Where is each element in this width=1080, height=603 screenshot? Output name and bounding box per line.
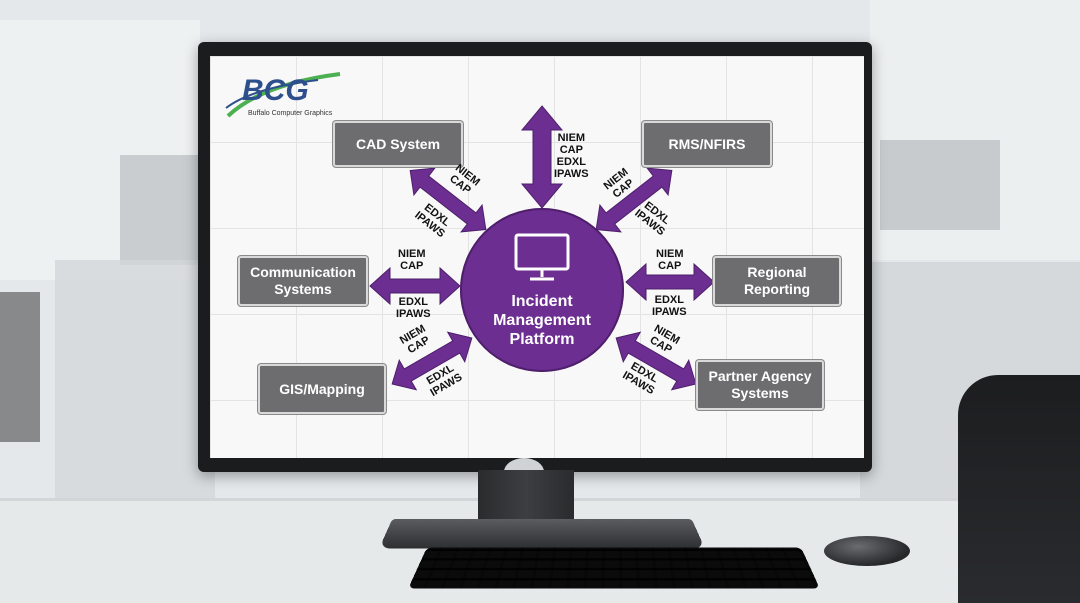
arrow-partner	[615, 331, 697, 391]
protocol-right-niem: NIEM CAP	[656, 248, 684, 272]
protocol-top: NIEM CAP EDXL IPAWS	[554, 132, 589, 180]
connection-arrows	[369, 105, 715, 391]
box-gis-mapping: GIS/Mapping	[258, 364, 386, 414]
arrow-cad	[409, 167, 487, 233]
box-partner-agency-systems: Partner Agency Systems	[696, 360, 824, 410]
bcg-logo: BCG Buffalo Computer Graphics	[222, 64, 342, 126]
box-cad-system: CAD System	[333, 121, 463, 167]
incident-management-hub: Incident Management Platform	[460, 208, 624, 372]
monitor-icon	[514, 233, 570, 281]
keyboard	[408, 547, 820, 589]
hub-title: Incident Management Platform	[493, 293, 591, 348]
mouse	[824, 536, 910, 566]
office-chair	[958, 375, 1080, 603]
protocol-left-niem: NIEM CAP	[398, 248, 426, 272]
arrow-rms	[595, 167, 673, 233]
box-rms-nfirs: RMS/NFIRS	[642, 121, 772, 167]
monitor-screen: BCG Buffalo Computer Graphics CAD System…	[210, 56, 864, 458]
box-communication-systems: Communication Systems	[238, 256, 368, 306]
arrow-gis	[391, 331, 473, 391]
box-regional-reporting: Regional Reporting	[713, 256, 841, 306]
logo-swoosh-icon	[225, 72, 341, 118]
protocol-right-edxl: EDXL IPAWS	[652, 294, 687, 318]
monitor-stand-base	[379, 518, 705, 549]
logo-text: BCG	[242, 74, 309, 107]
protocol-left-edxl: EDXL IPAWS	[396, 296, 431, 320]
monitor-stand	[478, 470, 574, 522]
logo-subtitle: Buffalo Computer Graphics	[248, 110, 333, 117]
